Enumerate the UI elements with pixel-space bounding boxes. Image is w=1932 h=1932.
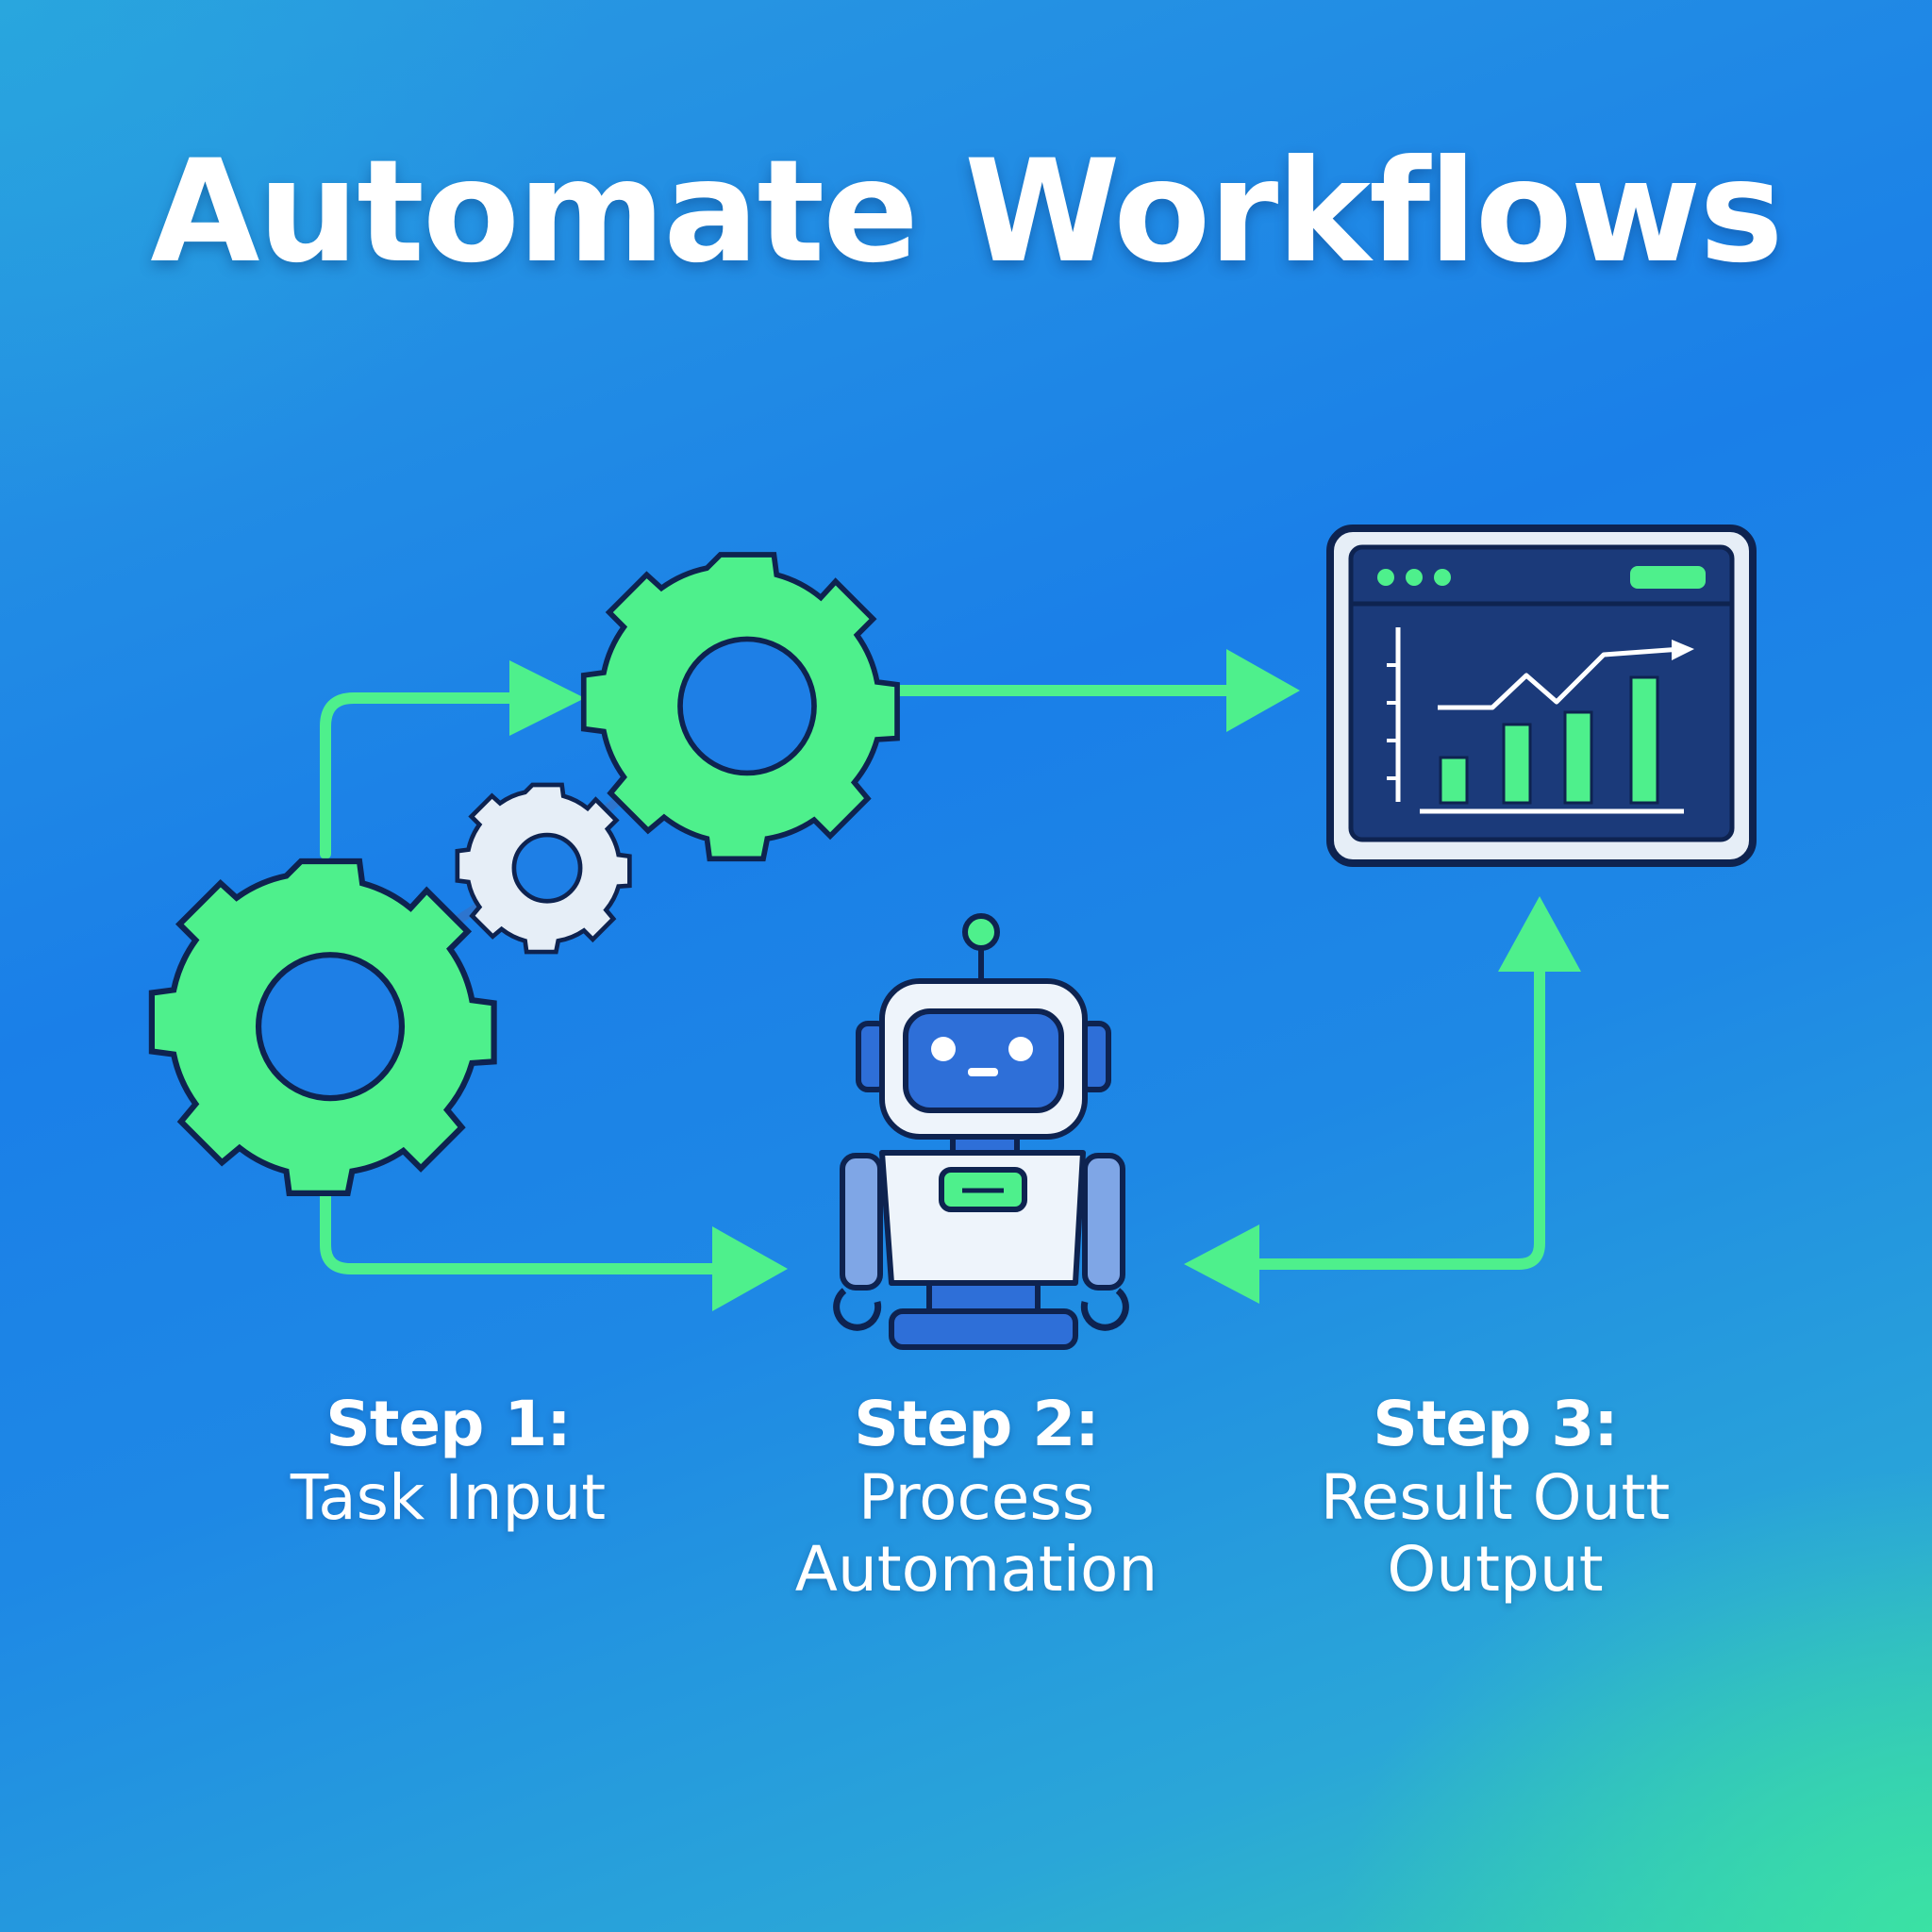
step-1-label: Step 1: Task Input bbox=[184, 1387, 712, 1534]
step-2-text-line-2: Automation bbox=[794, 1533, 1158, 1606]
step-3-heading: Step 3: bbox=[1373, 1388, 1618, 1460]
gear-icon bbox=[458, 785, 630, 952]
arrow-up-to-dashboard bbox=[1230, 947, 1545, 1270]
step-3-text-line-2: Output bbox=[1387, 1533, 1604, 1606]
step-3-label: Step 3: Result Outt Output bbox=[1231, 1387, 1759, 1606]
arrow-to-robot bbox=[320, 1155, 727, 1274]
arrow-icon bbox=[1498, 896, 1581, 972]
connector-arrows bbox=[320, 685, 1545, 1274]
step-1-text: Task Input bbox=[290, 1461, 607, 1534]
arrow-icon bbox=[1226, 649, 1300, 732]
gear-icon bbox=[152, 861, 494, 1193]
arrow-icon bbox=[509, 660, 585, 736]
step-2-heading: Step 2: bbox=[854, 1388, 1099, 1460]
step-1-heading: Step 1: bbox=[325, 1388, 571, 1460]
step-3-text-line-1: Result Outt bbox=[1320, 1461, 1671, 1534]
arrow-heads bbox=[509, 649, 1581, 1311]
robot-icon bbox=[833, 913, 1129, 1350]
gear-icon bbox=[584, 555, 897, 858]
arrow-icon bbox=[1184, 1224, 1259, 1304]
arrow-to-top-gear bbox=[320, 692, 515, 859]
step-2-text-line-1: Process bbox=[858, 1461, 1095, 1534]
page-title: Automate Workflows bbox=[150, 130, 1783, 294]
dashboard-chart-icon bbox=[1326, 525, 1757, 867]
step-2-label: Step 2: Process Automation bbox=[712, 1387, 1241, 1606]
arrow-icon bbox=[712, 1226, 788, 1311]
